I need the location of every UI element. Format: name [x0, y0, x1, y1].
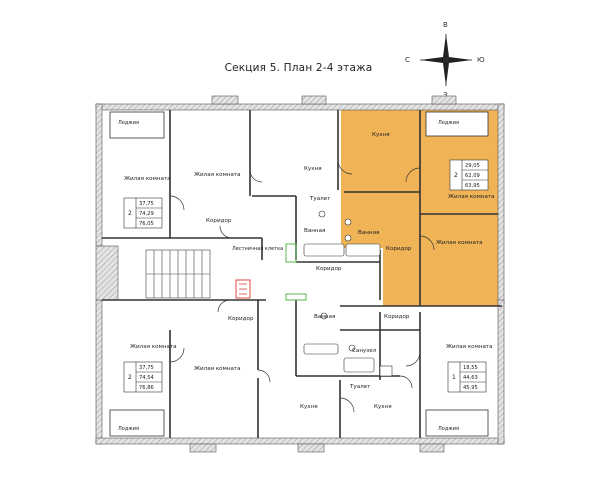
apartment-top-right-info[interactable]: 2 29,05 62,09 63,95 [449, 159, 489, 191]
compass-south-label: З [443, 91, 448, 99]
apartment-bottom-right-area-1: 18,55 [463, 365, 478, 371]
apartment-top-left-area-1: 37,75 [139, 201, 154, 207]
apartment-bottom-right-rooms: 1 [452, 374, 456, 381]
room-labels: Лоджия Лоджия Лоджия Лоджия Жилая комнат… [118, 120, 495, 432]
shaft-green [285, 243, 307, 301]
bath-fixtures [303, 210, 393, 377]
toilet-label-2: Туалет [349, 384, 371, 390]
kitchen-label-2: Кухня [304, 166, 322, 172]
elevator-icon [235, 279, 251, 299]
doors [169, 159, 435, 413]
loggia-label-top-right: Лоджия [438, 120, 459, 126]
apartment-bottom-left-area-1: 37,75 [139, 365, 154, 371]
loggias [109, 111, 489, 437]
highlighted-apartment[interactable] [341, 106, 503, 306]
kitchen-label-1: Кухня [372, 132, 390, 138]
kitchen-label-4: Кухня [374, 404, 392, 410]
corridor-label-3: Коридор [316, 266, 342, 272]
apartment-bottom-left-area-3: 76,86 [139, 385, 154, 391]
living-label-1: Жилая комната [124, 176, 171, 182]
corridor-label-1: Коридор [206, 218, 232, 224]
apartment-bottom-right-area-3: 45,95 [463, 385, 478, 391]
apartment-top-left-info[interactable]: 2 37,75 74,29 76,05 [123, 197, 163, 229]
living-label-5: Жилая комната [130, 344, 177, 350]
living-label-3: Жилая комната [448, 194, 495, 200]
apartment-bottom-left-area-2: 74,54 [139, 375, 155, 381]
apartment-bottom-right-info[interactable]: 1 18,55 44,63 45,95 [447, 361, 487, 393]
living-label-4: Жилая комната [436, 240, 483, 246]
apartment-top-left-area-2: 74,29 [139, 211, 154, 217]
apartment-top-right-rooms: 2 [454, 172, 458, 179]
bath-label-1: Ванная [304, 228, 325, 234]
apartment-bottom-left-info[interactable]: 2 37,75 74,54 76,86 [123, 361, 163, 393]
apartment-top-right-area-1: 29,05 [465, 163, 480, 169]
toilet-label-1: Туалет [309, 196, 331, 202]
apartment-top-left-area-3: 76,05 [139, 221, 154, 227]
loggia-label-top-left: Лоджия [118, 120, 139, 126]
stair-label: Лестничная клетка [232, 246, 283, 252]
corridor-label-2: Коридор [386, 246, 412, 252]
apartment-top-right-area-3: 63,95 [465, 183, 480, 189]
plan-title: Секция 5. План 2-4 этажа [224, 62, 373, 74]
bath-label-3: Ванная [314, 314, 335, 320]
corridor-label-5: Коридор [384, 314, 410, 320]
staircase[interactable] [145, 249, 211, 299]
compass-west-label: С [405, 56, 410, 64]
wc-label: Санузел [352, 348, 377, 354]
living-label-6: Жилая комната [194, 366, 241, 372]
compass-east-label: Ю [477, 56, 485, 64]
compass: В З С Ю [405, 21, 485, 99]
living-label-2: Жилая комната [194, 172, 241, 178]
apartment-top-left-rooms: 2 [128, 210, 132, 217]
loggia-label-bottom-left: Лоджия [118, 426, 139, 432]
apartment-bottom-right-area-2: 44,63 [463, 375, 478, 381]
loggia-label-bottom-right: Лоджия [438, 426, 459, 432]
compass-north-label: В [443, 21, 448, 29]
apartment-bottom-left-rooms: 2 [128, 374, 132, 381]
kitchen-label-3: Кухня [300, 404, 318, 410]
living-label-7: Жилая комната [446, 344, 493, 350]
bath-label-2: Ванная [358, 230, 379, 236]
corridor-label-4: Коридор [228, 316, 254, 322]
apartment-top-right-area-2: 62,09 [465, 173, 480, 179]
